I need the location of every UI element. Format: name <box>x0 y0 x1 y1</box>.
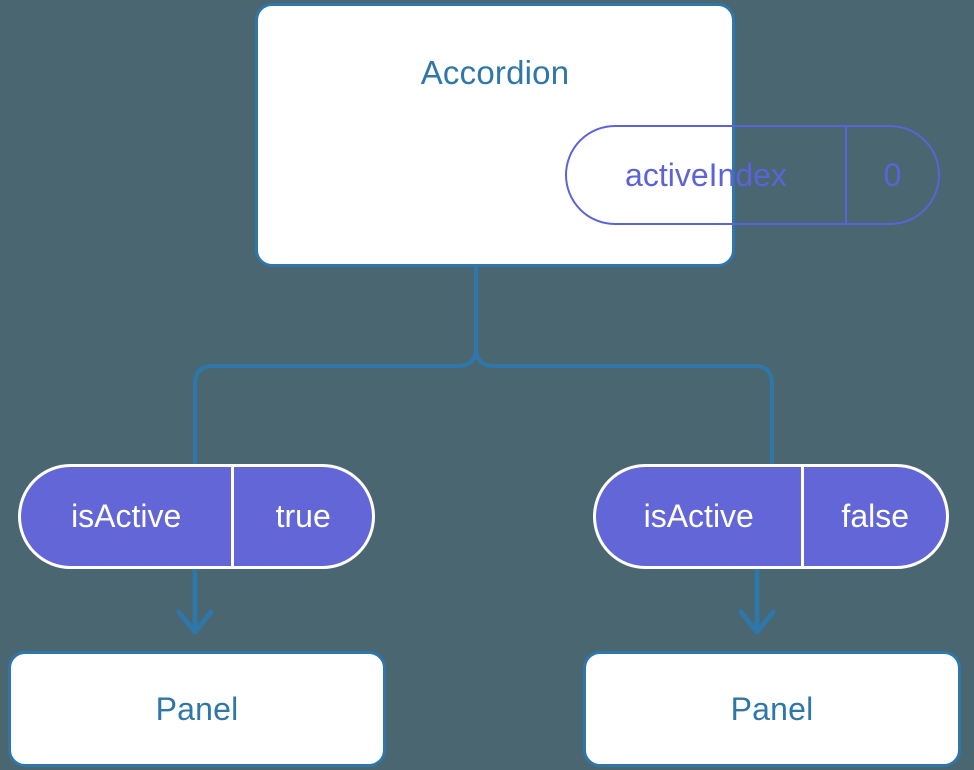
right-is-active-prop-key: isActive <box>643 498 754 534</box>
left-panel-node[interactable]: Panel <box>8 651 386 767</box>
accordion-node-title: Accordion <box>420 54 570 91</box>
right-is-active-prop-value: false <box>801 467 946 566</box>
left-panel-node-title: Panel <box>155 690 239 727</box>
left-is-active-prop-pill[interactable]: isActive true <box>18 464 375 569</box>
arrow-right-pill-to-panel-head <box>738 609 776 635</box>
left-is-active-prop-value: true <box>231 467 372 566</box>
right-panel-node[interactable]: Panel <box>583 651 961 767</box>
right-panel-node-title: Panel <box>730 690 814 727</box>
left-is-active-prop-key: isActive <box>71 498 182 534</box>
arrow-left-pill-to-panel-head <box>176 609 214 635</box>
connector-accordion-to-right-pill <box>474 265 774 466</box>
active-index-state-pill[interactable]: activeIndex 0 <box>565 125 940 225</box>
right-is-active-prop-pill[interactable]: isActive false <box>593 464 949 569</box>
active-index-state-value: 0 <box>844 127 938 223</box>
accordion-node[interactable]: Accordion activeIndex 0 <box>255 3 940 267</box>
connector-accordion-to-left-pill <box>193 265 478 466</box>
active-index-state-key: activeIndex <box>625 156 787 193</box>
